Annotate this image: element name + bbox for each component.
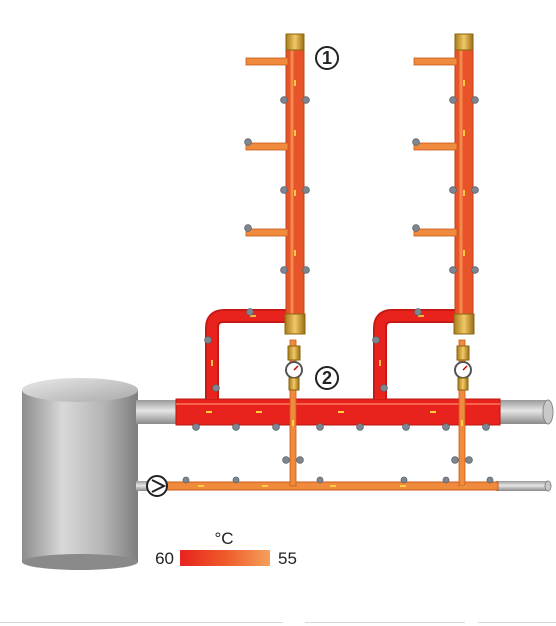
thermometer-icon (454, 361, 472, 391)
main-hot-water-header (175, 398, 501, 426)
temperature-legend: °C 60 55 (155, 529, 297, 568)
legend-cool-value: 55 (278, 549, 297, 568)
legend-unit: °C (214, 529, 233, 548)
bottom-divider (478, 622, 556, 623)
supply-pipe-stubs (136, 399, 554, 492)
marker-2: 2 (315, 366, 339, 390)
riser-right (372, 33, 479, 487)
tank-icon (22, 378, 138, 570)
riser-left (204, 33, 310, 487)
marker-2-label: 2 (322, 368, 332, 388)
marker-1: 1 (315, 46, 339, 70)
pipe-clamps (182, 423, 494, 484)
thermometer-icon (285, 361, 303, 391)
pump-icon (146, 475, 168, 497)
legend-hot-value: 60 (155, 549, 174, 568)
bottom-divider (0, 622, 283, 623)
bottom-divider (305, 622, 465, 623)
valve-icon (456, 345, 470, 361)
valve-icon (287, 345, 301, 361)
legend-color-bar (180, 550, 270, 566)
marker-1-label: 1 (322, 48, 332, 68)
